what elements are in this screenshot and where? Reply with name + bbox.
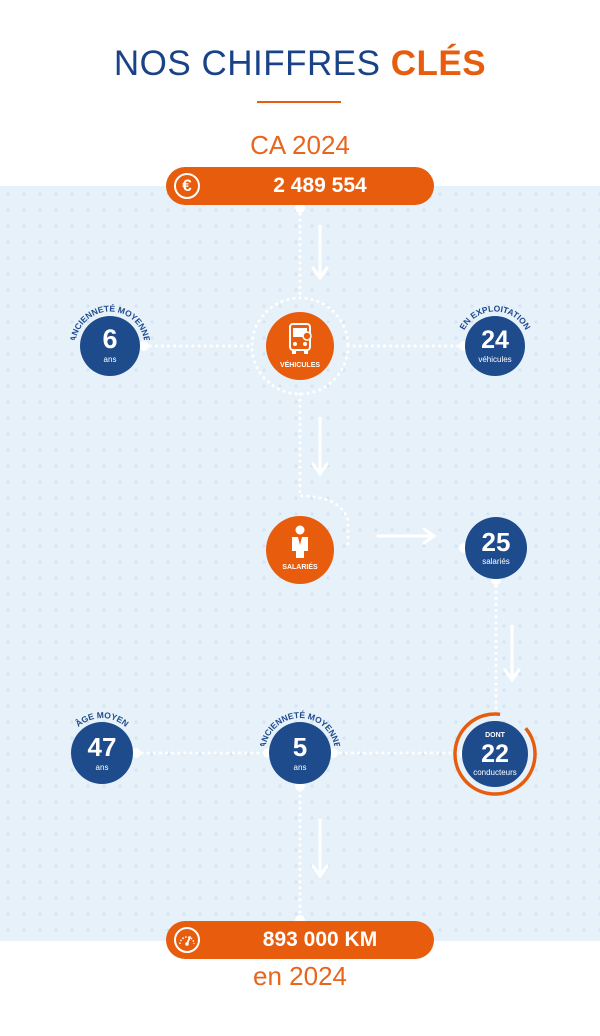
revenue-label: CA 2024 [250,130,350,160]
speedometer-icon [174,927,200,953]
revenue-pill: € 2 489 554 [166,167,434,205]
vehicle-operating-value: 24 [481,326,509,354]
page-title: NOS CHIFFRES CLÉS [0,44,600,84]
employees-total-value: 25 [481,527,511,557]
vehicle-operating-circle: 24 véhicules [465,316,525,376]
drivers-unit: conducteurs [473,768,517,777]
title-main: NOS CHIFFRES [113,44,381,83]
title-accent: CLÉS [390,44,487,83]
vehicle-operating-unit: véhicules [478,355,512,364]
bus-icon [289,323,312,354]
vehicles-circle: VÉHICULES [266,312,334,380]
euro-icon: € [174,173,200,199]
drivers-prefix: DONT [485,732,505,739]
seniority-unit: ans [293,763,307,772]
employees-total-unit: salariés [482,557,510,566]
distance-value: 893 000 KM [262,928,378,951]
vehicles-label: VÉHICULES [279,362,321,369]
drivers-circle: DONT 22 conducteurs [462,721,528,787]
seniority-value: 5 [292,732,308,762]
avg-age-unit: ans [95,763,109,772]
employees-circle: SALARIÉS [266,516,334,584]
speedometer-glyph [179,936,195,946]
employees-total-circle: 25 salariés [465,517,527,579]
title-underline [257,101,341,103]
vehicle-age-unit: ans [103,355,117,364]
employees-label: SALARIÉS [282,564,318,571]
drivers-value: 22 [481,740,509,768]
person-icon [292,525,308,558]
revenue-value: 2 489 554 [273,174,367,197]
avg-age-circle: 47 ans [71,722,133,784]
avg-age-caption: ÂGE MOYEN [73,710,131,729]
distance-label: en 2024 [253,961,347,991]
vehicle-age-value: 6 [102,324,118,354]
distance-pill: 893 000 KM [166,921,434,959]
vehicle-age-circle: 6 ans [80,316,140,376]
seniority-circle: 5 ans [269,722,331,784]
drivers-ring [453,712,537,796]
avg-age-value: 47 [87,732,117,762]
